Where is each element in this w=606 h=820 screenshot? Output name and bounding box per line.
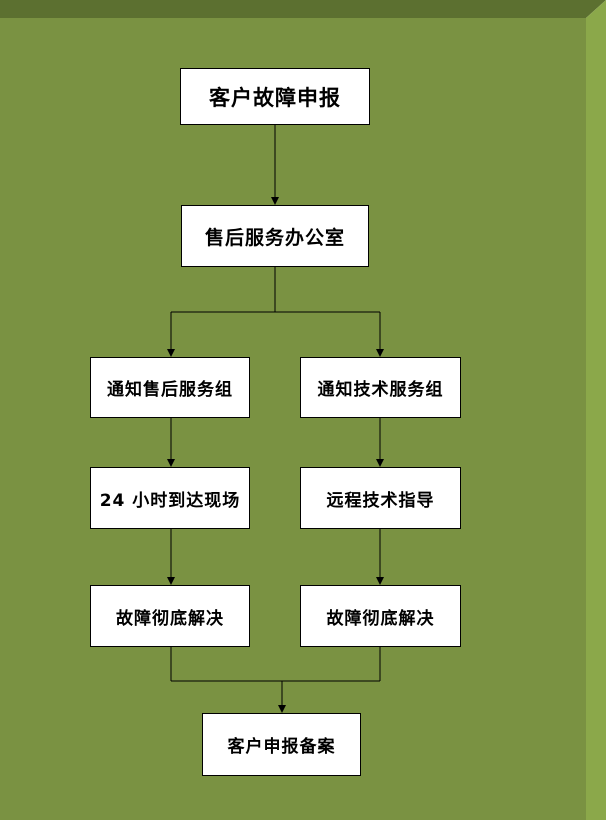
node-remote-guidance: 远程技术指导 <box>300 467 461 529</box>
node-notify-after-sales-team-label: 通知售后服务组 <box>107 380 233 400</box>
node-notify-after-sales-team: 通知售后服务组 <box>90 357 250 418</box>
node-resolved-left: 故障彻底解决 <box>90 585 250 647</box>
node-resolved-left-label: 故障彻底解决 <box>116 608 224 629</box>
node-remote-guidance-label: 远程技术指导 <box>326 490 435 511</box>
node-resolved-right-label: 故障彻底解决 <box>326 608 435 629</box>
node-onsite-24h-label: 24 小时到达现场 <box>99 490 241 511</box>
node-customer-report-label: 客户故障申报 <box>209 85 341 110</box>
node-customer-report: 客户故障申报 <box>180 68 370 125</box>
node-resolved-right: 故障彻底解决 <box>300 585 461 647</box>
node-notify-tech-team: 通知技术服务组 <box>300 357 461 418</box>
node-after-sales-office: 售后服务办公室 <box>181 205 369 267</box>
node-customer-record-label: 客户申报备案 <box>227 737 336 757</box>
node-onsite-24h: 24 小时到达现场 <box>90 467 250 529</box>
node-customer-record: 客户申报备案 <box>202 713 361 776</box>
node-after-sales-office-label: 售后服务办公室 <box>204 226 345 249</box>
node-notify-tech-team-label: 通知技术服务组 <box>317 380 444 400</box>
